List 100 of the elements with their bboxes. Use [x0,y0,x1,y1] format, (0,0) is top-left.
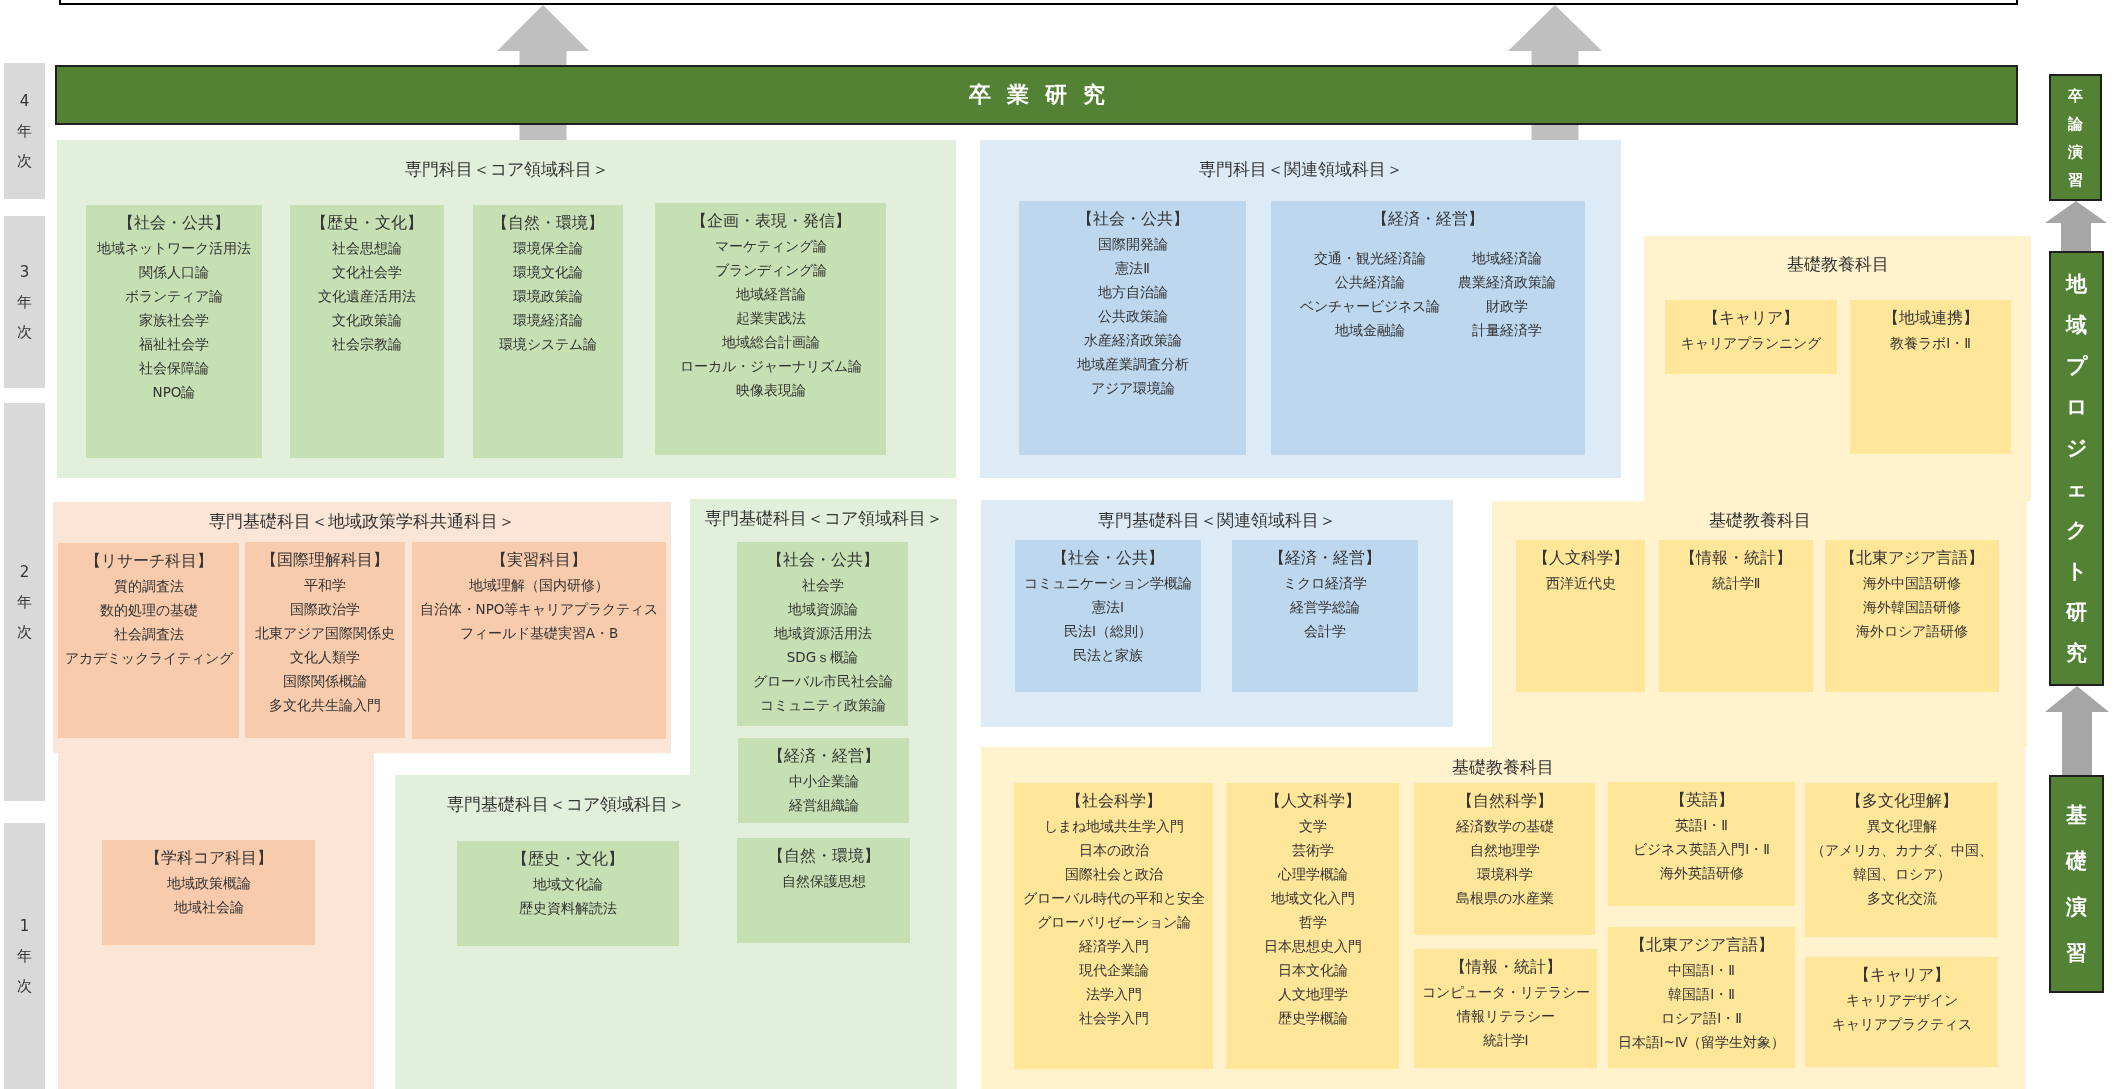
course-name: 統計学Ⅱ [1711,574,1761,593]
course-name: 地域文化論 [533,875,603,894]
course-name: 文化政策論 [332,311,402,330]
seminar-label: 基礎演習 [2066,802,2087,967]
course-name: 英語Ⅰ・Ⅱ [1675,816,1728,835]
bar-title: 卒業研究 [967,81,1121,109]
course-name: 環境保全論 [513,239,583,258]
group-heading: 【実習科目】 [491,549,587,571]
course-box [1271,201,1585,455]
course-name: 自然地理学 [1469,841,1540,860]
course-name: キャリアデザイン [1845,991,1958,1010]
course-box [1850,300,2011,454]
course-name: 島根県の水産業 [1455,889,1554,908]
course-box [86,205,262,458]
year-band [4,823,45,1089]
course-name: 地域経済論 [1472,249,1542,268]
panel-title: 基礎教養科目 [1708,509,1811,532]
course-name: 海外ロシア語研修 [1856,622,1968,641]
thesis-bar [55,65,2018,125]
course-box [290,205,444,458]
seminar-box [2049,74,2102,201]
course-name: 国際政治学 [290,600,360,619]
group-heading: 【社会・公共】 [118,212,230,234]
course-name: 平和学 [304,576,346,595]
course-name: 憲法Ⅱ [1115,259,1150,278]
category-panel [980,140,1621,478]
course-name: キャリアプラクティス [1831,1015,1972,1034]
course-name: 北東アジア国際関係史 [255,624,395,643]
course-name: 交通・観光経済論 [1314,249,1426,268]
course-name: 教養ラボⅠ・Ⅱ [1890,334,1971,353]
category-panel [981,500,1453,727]
group-heading: 【北東アジア言語】 [1840,547,1984,569]
group-heading: 【リサーチ科目】 [84,550,213,572]
year-label: 1年次 [17,916,32,997]
block-arrow [1508,5,1602,65]
course-name: 農業経済政策論 [1458,273,1556,292]
course-name: SDGｓ概論 [786,648,859,667]
course-name: 家族社会学 [139,311,209,330]
course-name: 地域資源論 [787,600,858,619]
year-label: 3年次 [17,262,32,343]
course-name: 文化社会学 [332,263,402,282]
course-name: 映像表現論 [735,381,806,400]
course-name: 福祉社会学 [139,335,209,354]
course-name: ブランディング論 [714,261,827,280]
course-name: 社会学入門 [1078,1009,1149,1028]
course-name: 社会保障論 [139,359,209,378]
course-name: 環境政策論 [513,287,583,306]
course-box [1414,949,1597,1068]
year-band [4,403,45,801]
course-name: 環境科学 [1476,865,1533,884]
course-name: 数的処理の基礎 [99,601,198,620]
course-box [1659,540,1813,692]
course-name: 地方自治論 [1097,283,1168,302]
course-name: 地域経営論 [735,285,806,304]
year-label: 2年次 [17,562,32,643]
group-heading: 【歴史・文化】 [512,848,624,870]
course-name: 民法と家族 [1073,646,1143,665]
course-name: 文化人類学 [290,648,360,667]
course-name: 人文地理学 [1277,985,1348,1004]
course-name: 文化遺産活用法 [318,287,416,306]
course-name: 地域総合計画論 [721,333,820,352]
course-name: 憲法Ⅰ [1092,598,1124,617]
group-heading: 【人文科学】 [1264,790,1361,812]
course-name: 異文化理解 [1866,817,1937,836]
course-name: 日本思想史入門 [1263,937,1362,956]
course-box [1232,540,1418,692]
course-name: フィールド基礎実習A・B [459,624,619,643]
course-name: ローカル・ジャーナリズム論 [679,357,862,376]
course-name: 多文化共生論入門 [269,696,381,715]
course-name: 韓国語Ⅰ・Ⅱ [1668,985,1735,1004]
course-box [1019,201,1246,455]
course-name: 歴史資料解読法 [519,899,617,918]
course-name: 西洋近代史 [1545,574,1616,593]
course-name: キャリアプランニング [1681,334,1821,353]
course-name: ロシア語Ⅰ・Ⅱ [1661,1009,1742,1028]
course-name: グローバル市民社会論 [752,672,893,691]
block-arrow [2045,201,2107,251]
course-box [1805,957,1998,1067]
course-name: 地域文化入門 [1270,889,1355,908]
course-name: 会計学 [1304,622,1346,641]
course-name: 地域理解（国内研修） [469,576,609,595]
block-arrow [2045,686,2109,775]
course-name: 経済学入門 [1078,937,1149,956]
course-name: 日本の政治 [1078,841,1149,860]
course-box [1608,927,1795,1068]
group-heading: 【自然・環境】 [492,212,604,234]
course-name: アカデミックライティング [64,649,233,668]
course-name: アジア環境論 [1090,379,1175,398]
panel-title: 基礎教養科目 [1786,253,1889,276]
panel-title: 専門基礎科目＜コア領域科目＞ [704,507,943,530]
course-box [738,738,909,823]
panel-title: 専門基礎科目＜関連領域科目＞ [1098,509,1336,532]
course-name: ボランティア論 [125,287,223,306]
course-name: ベンチャービジネス論 [1300,297,1440,316]
course-name: マーケティング論 [714,237,827,256]
course-name: 多文化交流 [1866,889,1937,908]
course-name: 水産経済政策論 [1083,331,1182,350]
course-name: 情報リテラシー [1456,1007,1555,1026]
seminar-box [2049,251,2104,686]
course-name: 地域政策概論 [166,874,251,893]
